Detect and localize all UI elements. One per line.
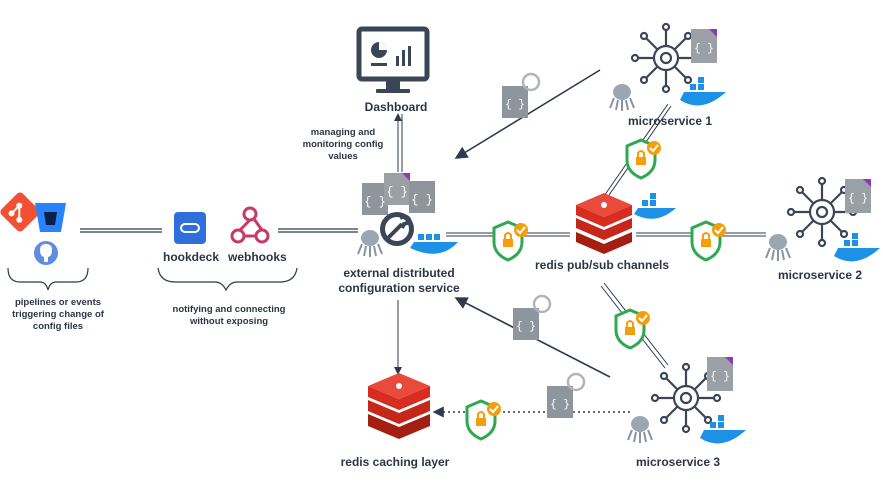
config-service-label: external distributed configuration servi… [338, 266, 460, 295]
svg-text:{ }: { } [710, 371, 730, 383]
svg-text:{ }: { } [505, 99, 525, 111]
docker-icon [834, 233, 880, 262]
docker-icon [410, 234, 458, 254]
microservice-2-cluster: { } [765, 176, 880, 262]
octopus-icon [627, 416, 653, 443]
hookdeck-icon [174, 212, 206, 244]
svg-text:{ }: { } [516, 321, 536, 333]
microservice-3-cluster: { } [627, 357, 746, 444]
hookdeck-label: hookdeck [163, 250, 220, 264]
docker-icon [700, 415, 746, 444]
dashboard-label: Dashboard [364, 100, 428, 114]
dashboard-monitor-icon [356, 26, 430, 93]
brace-pipelines [7, 267, 89, 291]
secure-shield-icon [625, 138, 661, 180]
pipelines-label: pipelines or events triggering change of… [12, 297, 104, 332]
bitbucket-icon [35, 203, 66, 232]
notifying-label: notifying and connecting without exposin… [172, 304, 286, 327]
microservice-3-label: microservice 3 [635, 455, 721, 469]
brace-notifying [157, 267, 298, 292]
github-icon [34, 241, 58, 265]
microservice-2-label: microservice 2 [777, 268, 863, 282]
docker-icon [680, 77, 726, 106]
git-icon [0, 192, 40, 232]
svg-text:{ }: { } [550, 399, 570, 411]
config-doc-icon: { } [707, 357, 733, 391]
svg-text:{ }: { } [411, 193, 433, 207]
config-sync-doc-icon: { } [513, 294, 552, 340]
redis-cache-icon [368, 373, 430, 439]
secure-shield-icon [465, 399, 501, 441]
config-sync-doc-icon: { } [547, 372, 586, 418]
svg-text:{ }: { } [848, 193, 868, 205]
svg-text:{ }: { } [386, 185, 408, 199]
config-files-icon: { } { } { } [362, 173, 435, 215]
octopus-icon [357, 230, 383, 257]
config-doc-icon: { } [691, 29, 717, 63]
webhooks-label: webhooks [228, 250, 287, 264]
secure-shield-icon [690, 220, 726, 262]
microservice-1-cluster: { } [609, 22, 726, 111]
gear-icon [650, 362, 722, 434]
caching-label: redis caching layer [340, 455, 450, 469]
managing-label: managing and monitoring config values [302, 127, 384, 162]
svg-text:{ }: { } [364, 195, 386, 209]
redis-pubsub-icon [576, 193, 632, 254]
gear-icon [630, 22, 702, 94]
secure-shield-icon [492, 220, 528, 262]
secure-shield-icon [614, 308, 650, 350]
svg-text:{ }: { } [694, 43, 714, 55]
docker-icon-pubsub [634, 193, 676, 219]
config-sync-doc-icon: { } [502, 72, 541, 118]
settings-wrench-icon [380, 212, 414, 246]
webhooks-icon [230, 206, 270, 244]
config-doc-icon: { } [845, 179, 871, 213]
octopus-icon [765, 234, 791, 261]
octopus-icon [609, 84, 635, 111]
microservice-1-label: microservice 1 [627, 114, 713, 128]
pubsub-label: redis pub/sub channels [534, 258, 670, 272]
